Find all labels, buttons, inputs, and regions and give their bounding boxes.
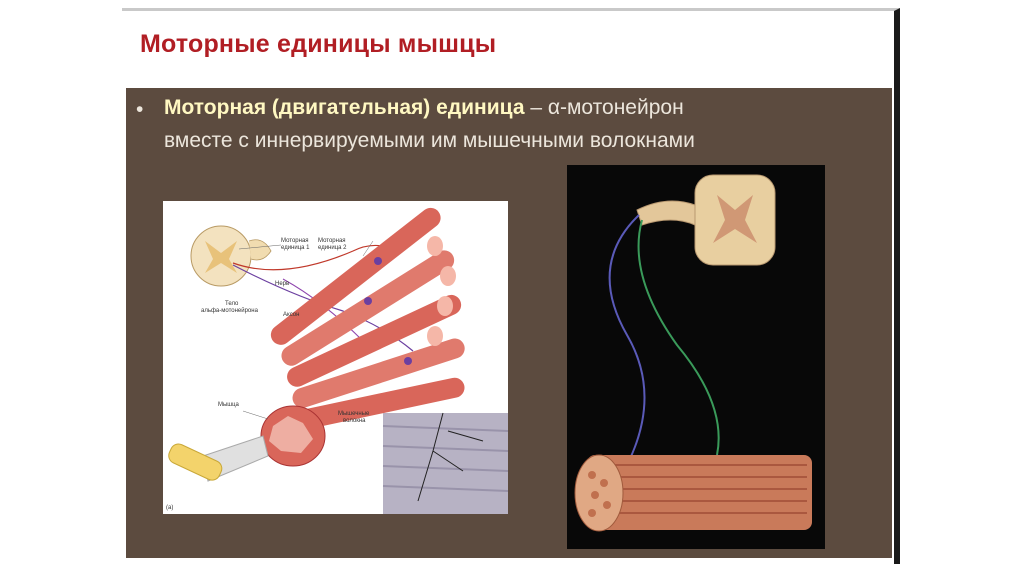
axon-red xyxy=(232,244,394,271)
muscle-bundle xyxy=(587,455,812,530)
motor-unit-illustration: Моторная единица 1 Моторная единица 2 Не… xyxy=(166,207,509,514)
label-neuron-body-l2: альфа-мотонейрона xyxy=(201,307,259,314)
label-motor-unit-1-l2: единица 1 xyxy=(281,245,310,251)
slide-title: Моторные единицы мышцы xyxy=(140,30,497,58)
nerve-root xyxy=(248,239,272,261)
nerve-green xyxy=(637,219,720,456)
label-muscle-fibers-l2: волокна xyxy=(343,418,366,424)
gray-matter xyxy=(205,241,237,273)
label-motor-unit-2-l1: Моторная xyxy=(318,238,346,244)
label-axon: Аксон xyxy=(283,312,299,318)
bullet-line-1: Моторная (двигательная) единица – α-мото… xyxy=(164,96,684,120)
bullet-line-2: вместе с иннервируемыми им мышечными вол… xyxy=(164,129,695,152)
label-motor-unit-2-l2: единица 2 xyxy=(318,245,347,251)
label-muscle-fibers-l1: Мышечные xyxy=(338,411,370,417)
bone xyxy=(168,443,223,481)
spinal-cord-muscle-illustration xyxy=(567,165,825,549)
bullet-definition-1: – α-мотонейрон xyxy=(524,96,684,119)
muscle-fibers-group xyxy=(270,207,465,429)
neuron-muscle-art xyxy=(574,174,812,532)
label-neuron-body-l1: Тело xyxy=(225,301,239,307)
bullet-term: Моторная (двигательная) единица xyxy=(164,96,525,119)
motor-unit-diagram: Моторная единица 1 Моторная единица 2 Не… xyxy=(163,201,509,514)
label-muscle: Мышца xyxy=(218,402,240,408)
label-panel-letter: (a) xyxy=(166,505,173,511)
label-motor-unit-1-l1: Моторная xyxy=(281,238,309,244)
bullet-marker: • xyxy=(136,98,144,121)
label-nerve: Нерв xyxy=(275,281,289,287)
muscle-cross-section-end xyxy=(574,454,624,532)
dorsal-root xyxy=(636,200,696,226)
